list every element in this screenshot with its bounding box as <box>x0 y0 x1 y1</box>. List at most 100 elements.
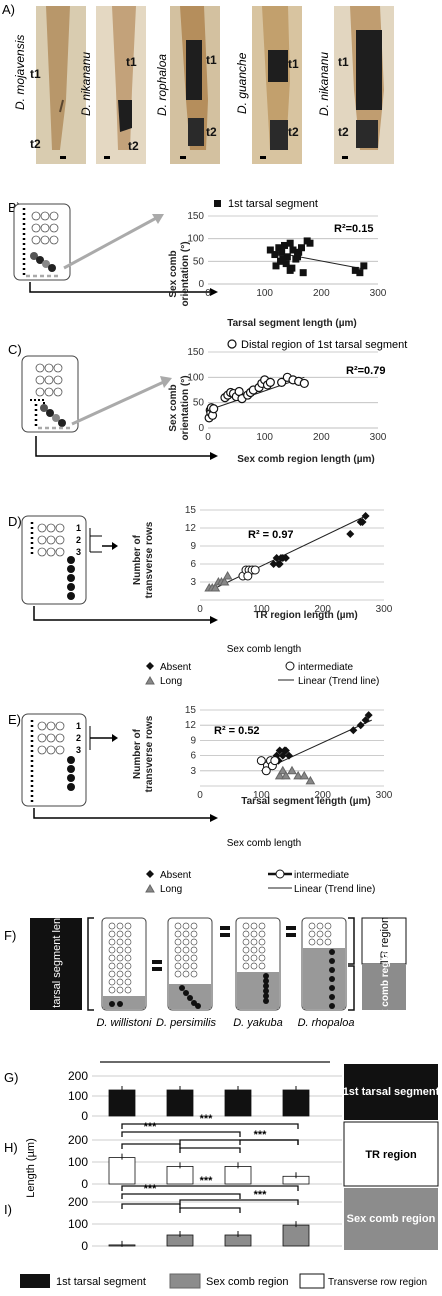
comb-tooth <box>263 983 269 989</box>
tr-bristle <box>250 938 258 946</box>
tr-bristle <box>242 954 250 962</box>
comb-tooth <box>263 998 269 1004</box>
tr-bristle <box>190 946 198 954</box>
data-point <box>265 377 275 388</box>
panel-i-letter: I) <box>4 1202 12 1217</box>
tr-bristle <box>174 954 182 962</box>
comb-tooth <box>263 978 269 984</box>
tr-bristle <box>174 938 182 946</box>
tr-bristle <box>174 930 182 938</box>
tr-bristle <box>174 922 182 930</box>
point-long <box>219 576 230 586</box>
tr-bristle <box>242 930 250 938</box>
tr-bristle <box>250 930 258 938</box>
panel-d-schematic: 1 2 3 <box>21 515 218 624</box>
y-tick-label: 50 <box>193 398 205 409</box>
tr-bristle <box>242 946 250 954</box>
point-absent <box>358 518 367 526</box>
point-long <box>222 570 233 580</box>
y-tick-label: 15 <box>185 705 197 716</box>
point-long <box>299 770 310 780</box>
tr-bristle <box>108 946 116 954</box>
panel-e-caption: Sex comb length <box>227 838 302 849</box>
comb-tooth <box>263 973 269 979</box>
point-long <box>277 765 288 775</box>
y-tick-label: 200 <box>68 1069 88 1083</box>
x-tick-label: 300 <box>370 432 387 443</box>
panel-f-sc: Sex comb region <box>380 947 391 1028</box>
tr-bristle <box>324 922 332 930</box>
tr-bristle <box>108 930 116 938</box>
data-point <box>289 246 297 254</box>
comb-tooth <box>329 976 335 982</box>
sig-bracket <box>121 1131 241 1137</box>
tr-bristle <box>190 962 198 970</box>
tr-bristle <box>258 954 266 962</box>
photo-3-t1: t1 <box>206 53 217 67</box>
tr-bristle <box>124 930 132 938</box>
point-absent <box>349 726 358 735</box>
panel-h-ylabel: Length (µm) <box>25 1138 37 1198</box>
x-tick-label: 300 <box>376 604 393 615</box>
legend-d-long: Long <box>160 676 182 687</box>
y-tick-label: 150 <box>187 211 204 222</box>
data-point <box>283 253 291 261</box>
panel-f-species-4: D. rhopaloa <box>298 1017 355 1029</box>
panel-b-ylabel-1: Sex comb <box>168 250 179 297</box>
panel-f-species-2: D. persimilis <box>156 1017 216 1029</box>
tr-bristle <box>174 970 182 978</box>
photo-5-t1: t1 <box>338 55 349 69</box>
data-point <box>286 266 294 274</box>
x-tick-label: 300 <box>376 790 393 801</box>
x-tick-label: 200 <box>314 604 331 615</box>
panel-d-ylabel-2: transverse rows <box>144 521 155 598</box>
photo-5-species: D. nikananu <box>317 52 331 116</box>
point-absent <box>278 751 287 760</box>
tr-bristle <box>308 938 316 946</box>
legend-d-absent: Absent <box>160 662 191 673</box>
tr-bristle <box>182 946 190 954</box>
point-intermediate <box>250 565 260 575</box>
bar <box>282 1224 310 1247</box>
y-tick-label: 150 <box>187 347 204 358</box>
panel-d-letter: D) <box>8 514 22 529</box>
tr-bristle <box>250 946 258 954</box>
tr-bristle <box>308 930 316 938</box>
tr-bristle <box>190 954 198 962</box>
photo-4-species: D. guanche <box>235 52 249 114</box>
point-absent <box>274 560 283 568</box>
tr-bristle <box>116 946 124 954</box>
bar <box>282 1089 310 1117</box>
comb-tooth <box>187 995 193 1001</box>
x-tick-label: 0 <box>197 604 203 615</box>
panel-b-r2: R²=0.15 <box>334 223 373 235</box>
panel-d-xlabel: TR region length (µm) <box>254 610 358 621</box>
data-point <box>281 241 288 249</box>
panel-e-xlabel: Tarsal segment length (µm) <box>241 796 371 807</box>
tr-bristle <box>124 922 132 930</box>
panel-f: F) 1st tarsal segment length TR region S… <box>0 900 442 1050</box>
panel-c-schematic <box>21 355 218 460</box>
y-tick-label: 0 <box>198 279 204 290</box>
panel-f-left-box: 1st tarsal segment length <box>51 903 63 1026</box>
tr-bristle <box>258 922 266 930</box>
sig-label: *** <box>254 1129 268 1141</box>
x-tick-label: 100 <box>256 432 273 443</box>
photo-1-t2: t2 <box>30 137 41 151</box>
tr-bristle <box>116 978 124 986</box>
y-tick-label: 0 <box>198 423 204 434</box>
x-tick-label: 100 <box>256 288 273 299</box>
point-absent <box>346 530 355 538</box>
sig-label: *** <box>144 1183 158 1195</box>
data-point <box>286 239 294 247</box>
tr-bristle <box>242 938 250 946</box>
y-tick-label: 200 <box>68 1195 88 1209</box>
panel-f-species-1: D. willistoni <box>96 1017 152 1029</box>
photo-3-t2: t2 <box>206 125 217 139</box>
comb-tooth <box>329 1003 335 1009</box>
x-tick-label: 100 <box>253 790 270 801</box>
panel-c-legend: Distal region of 1st tarsal segment <box>227 339 407 351</box>
